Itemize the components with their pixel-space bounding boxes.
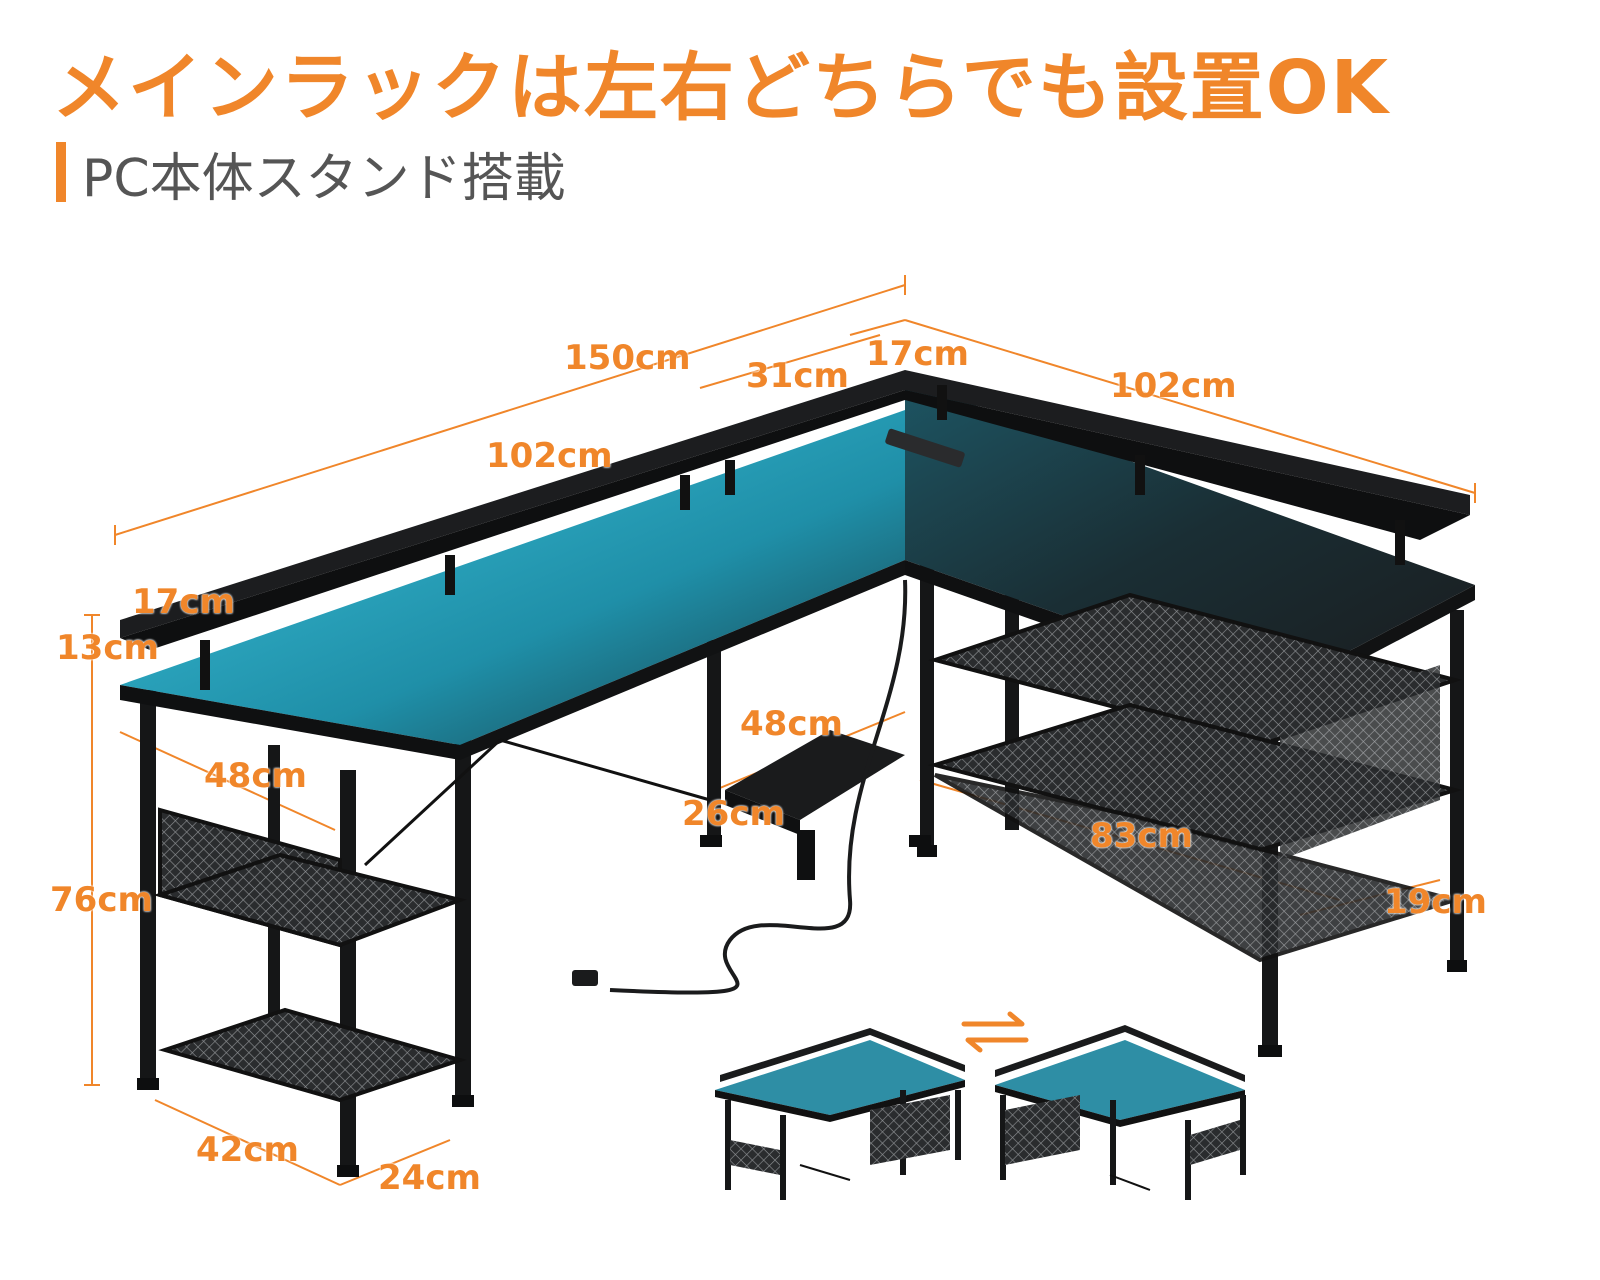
power-cable [609, 579, 908, 995]
dim-stand-depth: 26cm [682, 794, 785, 834]
dim-riser-height: 13cm [56, 628, 159, 668]
plug [572, 970, 598, 986]
dim-rack-depth: 24cm [378, 1158, 481, 1198]
dim-riser-gap: 31cm [746, 356, 849, 396]
dim-rack-width: 42cm [196, 1130, 299, 1170]
dim-shelf-depth: 19cm [1384, 882, 1487, 922]
desk-left-wing [120, 370, 965, 1177]
cpu-stand [700, 730, 931, 880]
page-title: メインラックは左右どちらでも設置OK [52, 45, 1391, 131]
desk-right-wing [905, 370, 1475, 1057]
dim-shelf-width: 83cm [1090, 816, 1193, 856]
layout-thumbnail-right [995, 1025, 1246, 1200]
dim-stand-width: 48cm [740, 704, 843, 744]
dim-right-riser: 102cm [1110, 366, 1237, 406]
page-subtitle: PC本体スタンド搭載 [82, 149, 566, 209]
swap-arrows-icon [961, 1011, 1029, 1053]
layout-thumbnail-left [715, 1028, 965, 1200]
subtitle-accent-bar [56, 142, 66, 202]
dim-riser-depth: 17cm [132, 582, 235, 622]
dim-left-depth: 48cm [204, 756, 307, 796]
dim-left-riser: 102cm [486, 436, 613, 476]
dim-total-width: 150cm [564, 338, 691, 378]
dim-desk-height: 76cm [50, 880, 153, 920]
dim-corner-depth: 17cm [866, 334, 969, 374]
